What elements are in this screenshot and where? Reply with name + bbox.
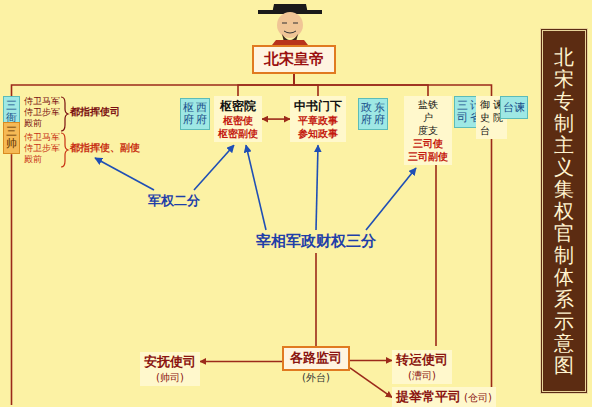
office-box: 中书门下平章政事参知政事 bbox=[290, 96, 346, 142]
node-label: 中书门下 bbox=[294, 98, 342, 114]
brace bbox=[61, 97, 68, 131]
pointer-arrow bbox=[366, 168, 416, 230]
connector bbox=[350, 360, 392, 362]
node-sublabel: (帅司) bbox=[144, 371, 196, 384]
node-label: 安抚使司 bbox=[144, 354, 196, 371]
office-label: 侍卫马军 bbox=[24, 96, 60, 107]
hierarchy-line bbox=[315, 253, 317, 346]
office-box: 安抚使司(帅司) bbox=[140, 352, 200, 386]
hierarchy-line bbox=[491, 139, 493, 396]
office-tag: 台谏 bbox=[500, 96, 528, 119]
emperor-box: 北宋皇帝 bbox=[252, 45, 336, 74]
hierarchy-line bbox=[11, 154, 13, 405]
office-box: 盐铁户度支三司使三司副使 bbox=[404, 96, 452, 165]
node-sublabel: 东府 bbox=[374, 102, 385, 126]
node-sublabel: 枢密使 bbox=[218, 114, 258, 127]
node-label: 各路监司 bbox=[290, 350, 342, 367]
title: 北宋专制主义集权官制体系示意图 bbox=[554, 46, 574, 376]
connector bbox=[350, 368, 392, 398]
node-sublabel: (外台) bbox=[302, 371, 330, 385]
node-sublabel: 西府 bbox=[196, 102, 207, 126]
node-label: 三帅 bbox=[6, 126, 17, 150]
node-sublabel: 枢密副使 bbox=[218, 127, 258, 140]
connector bbox=[200, 361, 282, 363]
node-label: 北宋皇帝 bbox=[264, 50, 324, 69]
office-label: 殿前 bbox=[24, 118, 42, 129]
node-label: 三司 bbox=[457, 100, 468, 124]
office-label: 侍卫步军 bbox=[24, 107, 60, 118]
office-box: 提举常平司(仓司) bbox=[392, 387, 496, 407]
pointer-arrow bbox=[316, 145, 318, 230]
office-label: 侍卫步军 bbox=[24, 143, 60, 154]
node-sublabel: 三司副使 bbox=[408, 150, 448, 163]
power-division-label: 军权二分 bbox=[146, 192, 202, 210]
office-label: 殿前 bbox=[24, 154, 42, 165]
hierarchy-line bbox=[435, 165, 437, 346]
node-label: 提举常平司 bbox=[396, 389, 461, 406]
emperor-portrait bbox=[258, 4, 322, 45]
office-box: 各路监司(外台) bbox=[282, 346, 350, 371]
node-sublabel: (漕司) bbox=[396, 369, 448, 382]
power-division-label: 宰相军政财权三分 bbox=[254, 232, 378, 251]
node-label: 枢密院 bbox=[218, 98, 258, 114]
node-label: 台谏 bbox=[503, 100, 525, 115]
office-tag: 三帅 bbox=[3, 122, 20, 154]
node-sublabel: 参知政事 bbox=[294, 127, 342, 140]
office-label: 都指挥使、副使 bbox=[70, 141, 140, 155]
node-sublabel: 度支 bbox=[408, 124, 448, 137]
title-band: 北宋专制主义集权官制体系示意图 bbox=[540, 28, 588, 394]
node-label: 盐铁 bbox=[408, 98, 448, 111]
pointer-arrow bbox=[246, 145, 266, 230]
office-box: 枢密院枢密使枢密副使 bbox=[214, 96, 262, 142]
node-sublabel: 户 bbox=[408, 111, 448, 124]
node-label: 三衙 bbox=[6, 100, 17, 124]
node-label: 枢府 bbox=[183, 102, 194, 126]
node-label: 政府 bbox=[361, 102, 372, 126]
connector bbox=[262, 118, 290, 120]
connector bbox=[294, 74, 492, 96]
connector bbox=[12, 74, 295, 96]
node-label: 转运使司 bbox=[396, 352, 448, 369]
node-sublabel: 平章政事 bbox=[294, 114, 342, 127]
office-tag: 政府东府 bbox=[358, 98, 388, 130]
office-label: 侍卫马军 bbox=[24, 132, 60, 143]
node-sublabel: (仓司) bbox=[464, 391, 492, 404]
pointer-arrow bbox=[194, 145, 234, 190]
connector bbox=[238, 74, 294, 96]
office-label: 都指挥使司 bbox=[70, 105, 120, 119]
office-box: 转运使司(漕司) bbox=[392, 350, 452, 384]
node-sublabel: 三司使 bbox=[408, 137, 448, 150]
pointer-arrow bbox=[95, 158, 154, 190]
office-tag: 枢府西府 bbox=[180, 98, 210, 130]
brace bbox=[61, 133, 68, 167]
node-label: 御史台 bbox=[480, 98, 490, 137]
